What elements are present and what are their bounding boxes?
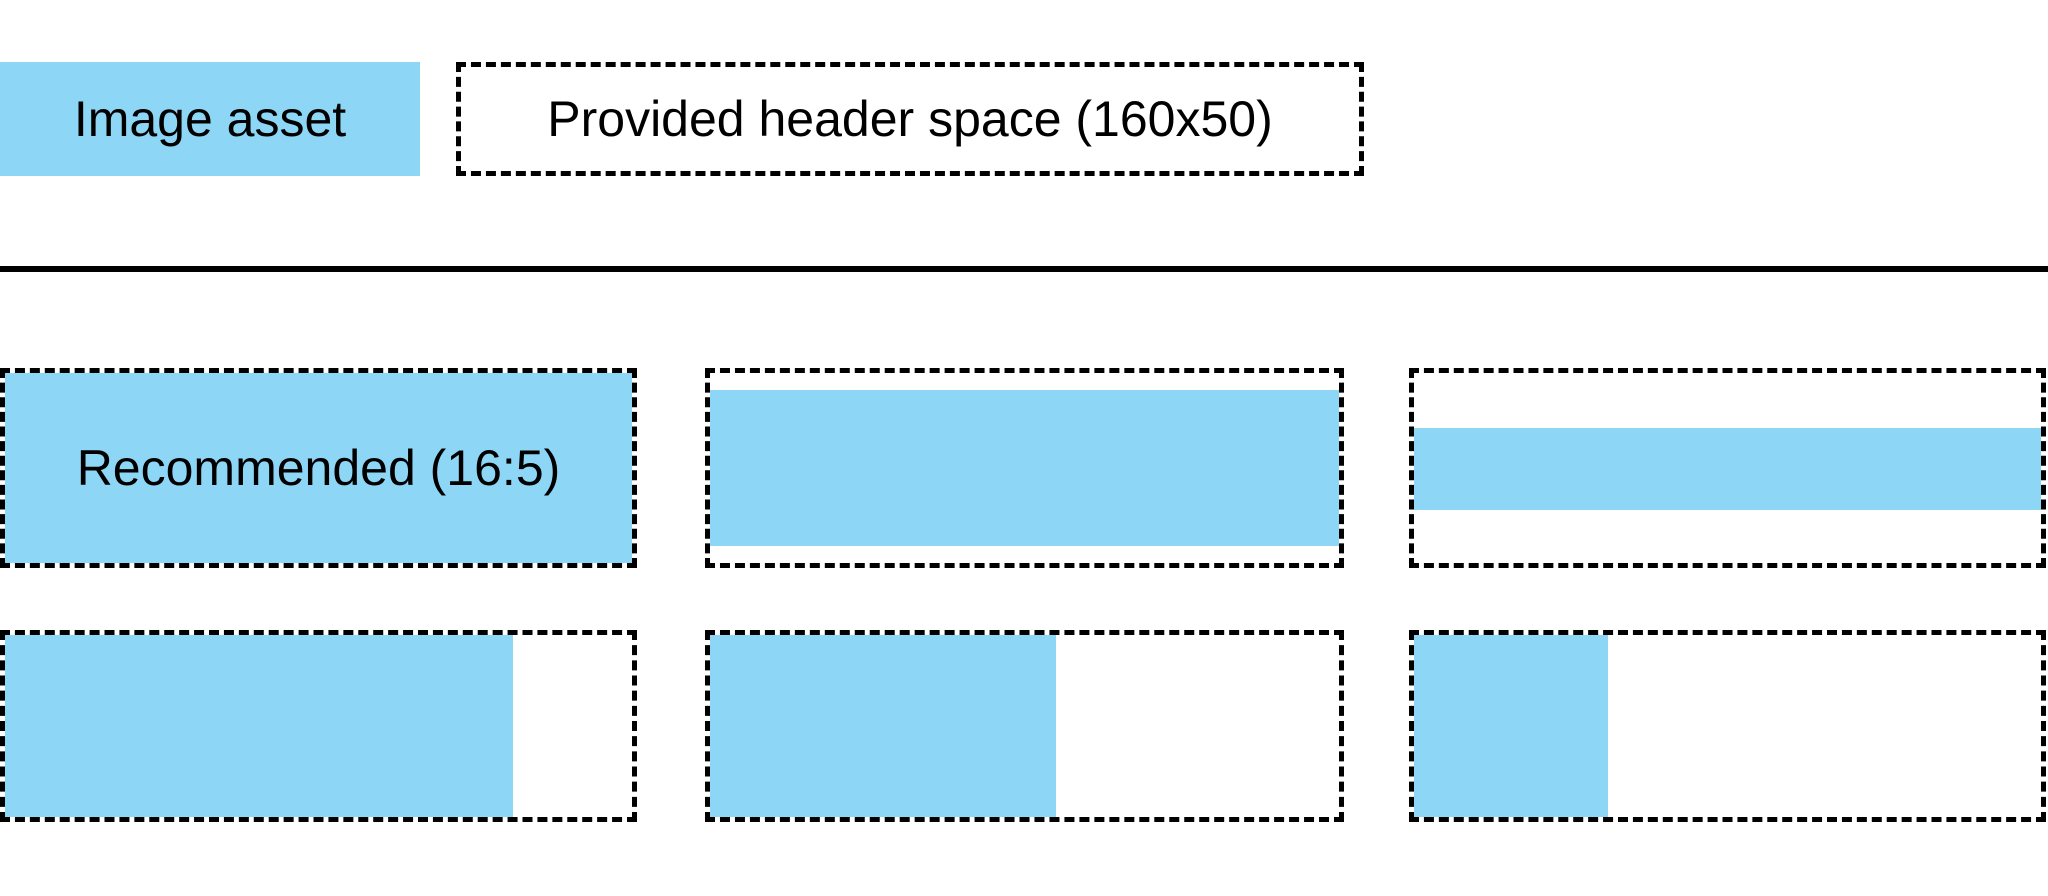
section-divider-line (0, 266, 2048, 272)
image-asset-fill (1414, 428, 2041, 510)
example-box-recommended-16-5: Recommended (16:5) (0, 368, 637, 568)
provided-header-space-label: Provided header space (160x50) (547, 91, 1273, 147)
image-asset-fill (1414, 635, 1609, 817)
example-box-full-height-narrow (1409, 630, 2046, 822)
image-asset-swatch: Image asset (0, 62, 420, 176)
image-asset-fill (710, 635, 1056, 817)
image-asset-label: Image asset (73, 91, 347, 147)
image-asset-fill (5, 635, 513, 817)
example-box-full-width-thin-strip (1409, 368, 2046, 568)
image-asset-fill (5, 373, 632, 563)
example-box-full-height-half (705, 630, 1344, 822)
example-box-full-height-wide (0, 630, 637, 822)
image-asset-fill (710, 390, 1339, 546)
provided-header-space-box: Provided header space (160x50) (456, 62, 1364, 176)
example-box-full-width-shorter (705, 368, 1344, 568)
